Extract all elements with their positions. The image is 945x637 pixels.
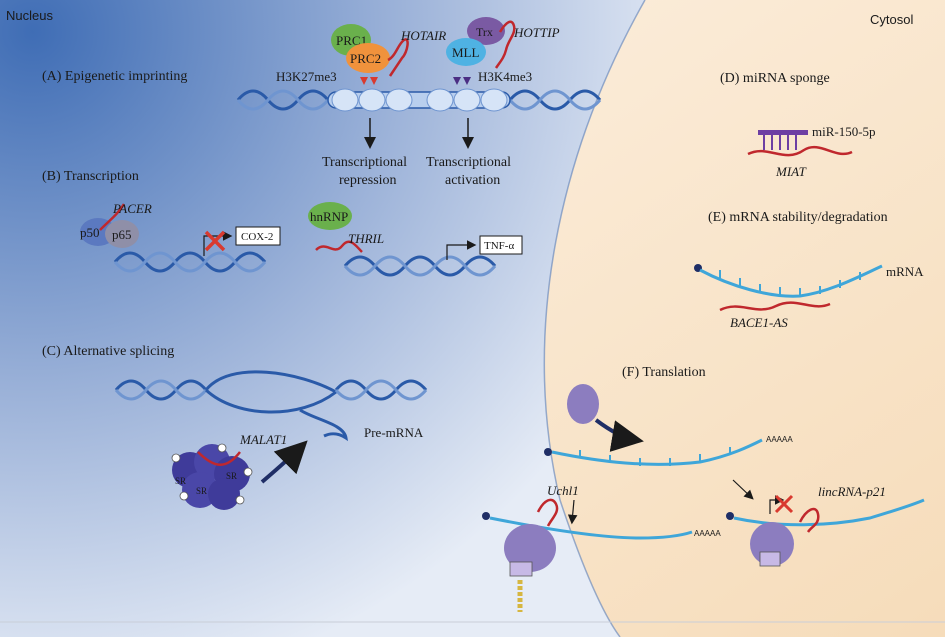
tnf-label: TNF-α bbox=[484, 240, 514, 252]
h3k27-label: H3K27me3 bbox=[276, 69, 337, 84]
malat1-label: MALAT1 bbox=[239, 432, 287, 447]
thril-rna-icon bbox=[315, 240, 363, 253]
lincrna-rna-icon bbox=[798, 507, 820, 533]
phospho-icons bbox=[171, 443, 253, 505]
sr-protein-cluster bbox=[172, 444, 250, 510]
ribosome-stalled-icon bbox=[750, 522, 794, 567]
cytosol-label: Cytosol bbox=[870, 12, 913, 27]
translation-step-arrow-icon bbox=[732, 479, 754, 500]
uchl1-label: Uchl1 bbox=[547, 483, 579, 498]
nucleus-background bbox=[0, 0, 645, 637]
activation-label-line1: Transcriptional bbox=[426, 155, 511, 170]
mll-protein bbox=[446, 38, 486, 66]
prc2-protein bbox=[346, 43, 390, 73]
sr-label-1: SR bbox=[175, 476, 186, 486]
nucleus-label: Nucleus bbox=[6, 8, 53, 23]
hottip-rna-icon bbox=[494, 20, 516, 69]
pacer-rna-icon bbox=[99, 203, 126, 231]
lincrna-block-x-icon bbox=[774, 494, 794, 514]
uchl1-rna-icon bbox=[536, 498, 559, 527]
trx-label: Trx bbox=[476, 25, 493, 39]
lincrna-label: lincRNA-p21 bbox=[818, 484, 886, 499]
nuclear-membrane bbox=[543, 0, 646, 637]
p65-label: p65 bbox=[112, 227, 132, 242]
ribosome-translating-icon bbox=[504, 524, 556, 612]
dna-helix-c bbox=[114, 370, 428, 442]
miat-label: MIAT bbox=[775, 164, 807, 179]
prc2-label: PRC2 bbox=[350, 51, 381, 66]
activation-marks-icon bbox=[453, 77, 471, 85]
hottip-label: HOTTIP bbox=[513, 25, 560, 40]
hotair-rna-icon bbox=[387, 38, 409, 77]
ribosome-arrow-icon bbox=[594, 418, 644, 452]
mir-label: miR-150-5p bbox=[812, 124, 876, 139]
bace-label: BACE1-AS bbox=[730, 315, 788, 330]
section-d-title: (D) miRNA sponge bbox=[720, 71, 830, 86]
trx-protein bbox=[467, 17, 505, 45]
premrna-label: Pre-mRNA bbox=[364, 425, 424, 440]
mirna-sponge-icon bbox=[747, 130, 853, 157]
hnrnp-label: hnRNP bbox=[310, 209, 348, 224]
mll-label: MLL bbox=[452, 45, 480, 60]
p50-label: p50 bbox=[80, 225, 100, 240]
splicing-curved-arrow-icon bbox=[260, 440, 308, 484]
pacer-label: PACER bbox=[112, 201, 152, 216]
sr-label-3: SR bbox=[226, 471, 237, 481]
mrna-label: mRNA bbox=[886, 264, 924, 279]
repression-marks-icon bbox=[360, 77, 378, 85]
repression-label-line1: Transcriptional bbox=[322, 155, 407, 170]
section-c-title: (C) Alternative splicing bbox=[42, 344, 174, 359]
polya-label-2: AAAAA bbox=[694, 529, 721, 538]
mrna-strand-f1 bbox=[544, 438, 763, 466]
thril-label: THRIL bbox=[348, 231, 384, 246]
mrna-strand-e bbox=[694, 264, 883, 312]
dna-helix-b1 bbox=[113, 251, 267, 273]
activation-label-line2: activation bbox=[445, 173, 500, 188]
cox2-box bbox=[235, 226, 281, 246]
hnrnp-protein bbox=[308, 202, 352, 230]
ribosome-subunit-icon bbox=[567, 384, 599, 424]
p65-protein bbox=[105, 220, 139, 248]
nucleosome-row bbox=[331, 88, 508, 112]
uchl1-arrow-icon bbox=[567, 499, 578, 525]
repression-label-line2: repression bbox=[339, 173, 397, 188]
section-b-title: (B) Transcription bbox=[42, 169, 139, 184]
dna-helix-b2 bbox=[343, 255, 497, 277]
section-f-title: (F) Translation bbox=[622, 365, 706, 380]
hotair-label: HOTAIR bbox=[400, 28, 446, 43]
section-a-title: (A) Epigenetic imprinting bbox=[42, 69, 187, 84]
cox2-label: COX-2 bbox=[241, 231, 273, 243]
polya-label-1: AAAAA bbox=[766, 435, 793, 444]
tnf-promoter-arrow-icon bbox=[446, 240, 477, 260]
h3k4-label: H3K4me3 bbox=[478, 69, 532, 84]
tnf-box bbox=[479, 235, 523, 255]
block-x-icon bbox=[204, 230, 226, 252]
section-e-title: (E) mRNA stability/degradation bbox=[708, 210, 888, 225]
sr-label-2: SR bbox=[196, 486, 207, 496]
